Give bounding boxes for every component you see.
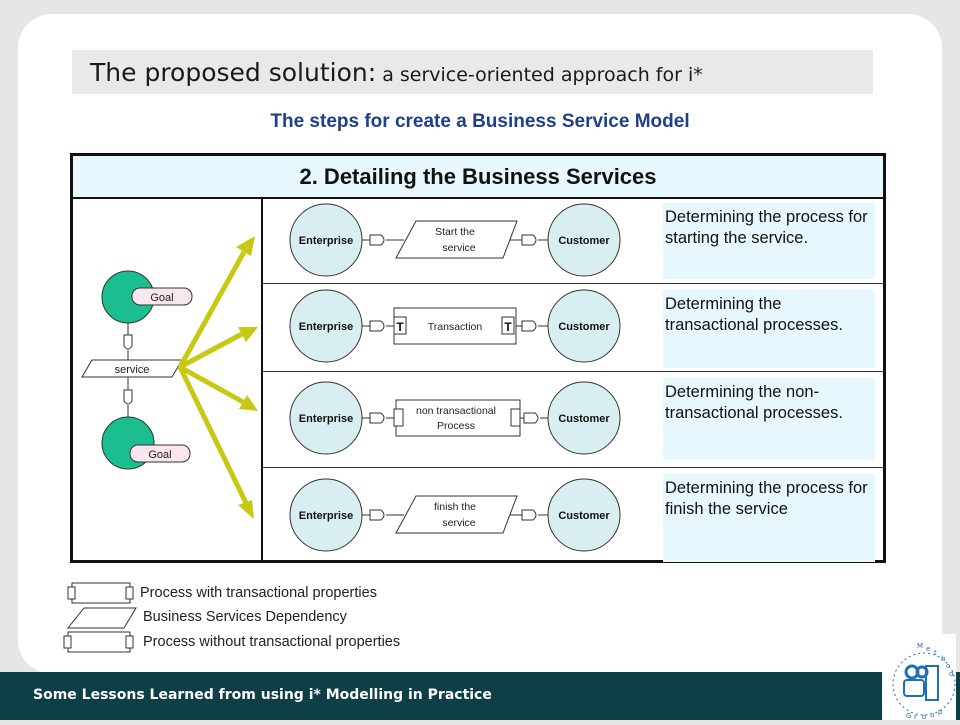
step-desc-box-2: Determining the transactional processes. [663,290,875,368]
footer-text: Some Lessons Learned from using i* Model… [33,687,492,703]
enterprise-label: Enterprise [299,235,353,247]
customer-label: Customer [558,321,610,333]
enterprise-label: Enterprise [299,510,353,522]
left-service-model: Goal service Goal [81,270,193,470]
transaction-marker-left-text: T [396,320,404,334]
process-text-line2: Process [437,420,475,432]
dependency-link-bottom [123,389,133,405]
slide-subtitle: The steps for create a Business Service … [270,111,690,132]
row-diagram-3: Enterprise Customer non transactional Pr… [289,381,621,455]
panel-header: 2. Detailing the Business Services [73,156,883,199]
dependency-link-icon [523,412,539,424]
logo-letter: t [934,649,937,657]
arrow-line-3 [178,364,245,405]
step-row-2: Determining the transactional processes. [263,284,883,372]
goal-text-bottom: Goal [148,449,171,461]
transaction-marker-right-text: T [504,320,512,334]
step-row-3: Determining the non-transactional proces… [263,372,883,468]
legend-transactional-label: Process with transactional properties [140,585,377,601]
process-marker-left [393,408,404,427]
arrow-line-1 [177,250,247,369]
service-text: service [115,364,150,376]
step-arrows [177,236,258,519]
legend-non-transactional-symbol [67,631,131,653]
transaction-marker-right [501,316,515,335]
enterprise-label: Enterprise [299,413,353,425]
step-row-1: Determining the process for starting the… [263,197,883,284]
slide-title: The proposed solution: a service-oriente… [90,58,703,87]
legend-dependency-label: Business Services Dependency [143,609,347,625]
customer-label: Customer [558,413,610,425]
logo-letter: r [914,713,917,720]
row-diagram-2: Enterprise Customer T T Transaction [289,289,621,363]
logo-letter: d [949,670,953,678]
logo-letter: G [906,712,911,720]
dependum-text-line1: Start the [435,226,475,238]
arrowhead-icon [238,327,258,342]
enterprise-label: Enterprise [299,321,353,333]
column-divider [261,197,263,563]
method-group-logo: M e t h o d G r o u p [882,634,956,721]
step-row-4: Determining the process for finish the s… [263,468,883,563]
logo-letter: u [930,711,934,719]
logo-letter: p [938,708,943,716]
arrowhead-icon [236,236,255,256]
logo-letter: e [926,645,930,653]
title-bar: The proposed solution: a service-oriente… [72,50,873,94]
goal-text-top: Goal [150,292,173,304]
footer-bar: Some Lessons Learned from using i* Model… [0,672,960,720]
row-diagram-1: Enterprise Customer Start the service [289,203,621,277]
dependum-text-line2: service [442,242,475,254]
legend-transactional-symbol [71,582,131,604]
logo-letter: o [922,713,926,720]
dependency-link-icon [369,234,385,246]
finish-service-dependum [395,495,518,534]
start-service-dependum [395,220,518,259]
customer-label: Customer [558,510,610,522]
transaction-text: Transaction [428,321,483,333]
step-description: Determining the process for finish the s… [665,479,868,518]
logo-letter: M [917,642,923,650]
service-dependum [81,359,183,378]
arrow-line-4 [177,365,249,505]
legend-symbols [63,582,137,653]
step-description: Determining the transactional processes. [665,295,843,334]
dependency-link-icon [521,509,537,521]
dependency-link-icon [521,320,537,332]
logo-letter: o [946,662,950,670]
dependency-link-icon [369,509,385,521]
step-desc-box-3: Determining the non-transactional proces… [663,378,875,460]
slide-title-sub: a service-oriented approach for i* [376,64,703,86]
arrowhead-icon [239,395,258,411]
legend-dependency-symbol [66,607,137,629]
dependency-link-icon [369,412,385,424]
dependency-link-icon [369,320,385,332]
dependum-text-line1: finish the [434,501,476,513]
goal-label-bottom [129,444,191,463]
dependum-text-line2: service [442,517,475,529]
row-diagram-4: Enterprise Customer finish the service [289,478,621,552]
step-desc-box-4: Determining the process for finish the s… [663,474,875,562]
step-description: Determining the non-transactional proces… [665,383,843,422]
dependency-link-icon [521,234,537,246]
non-transactional-process [395,399,521,437]
step-desc-box-1: Determining the process for starting the… [663,203,875,279]
step-description: Determining the process for starting the… [665,208,868,247]
dependency-link-top [123,334,133,350]
arrow-line-2 [178,331,244,370]
legend-non-transactional-label: Process without transactional properties [143,634,401,650]
arrowhead-icon [238,500,254,519]
customer-label: Customer [558,235,610,247]
goal-label-top [131,287,193,306]
logo-letter: h [941,655,945,663]
process-text-line1: non transactional [416,405,496,417]
process-marker-right [510,408,521,427]
logo-icon: M e t h o d G r o u p [892,642,956,721]
transaction-marker-left [393,316,407,335]
